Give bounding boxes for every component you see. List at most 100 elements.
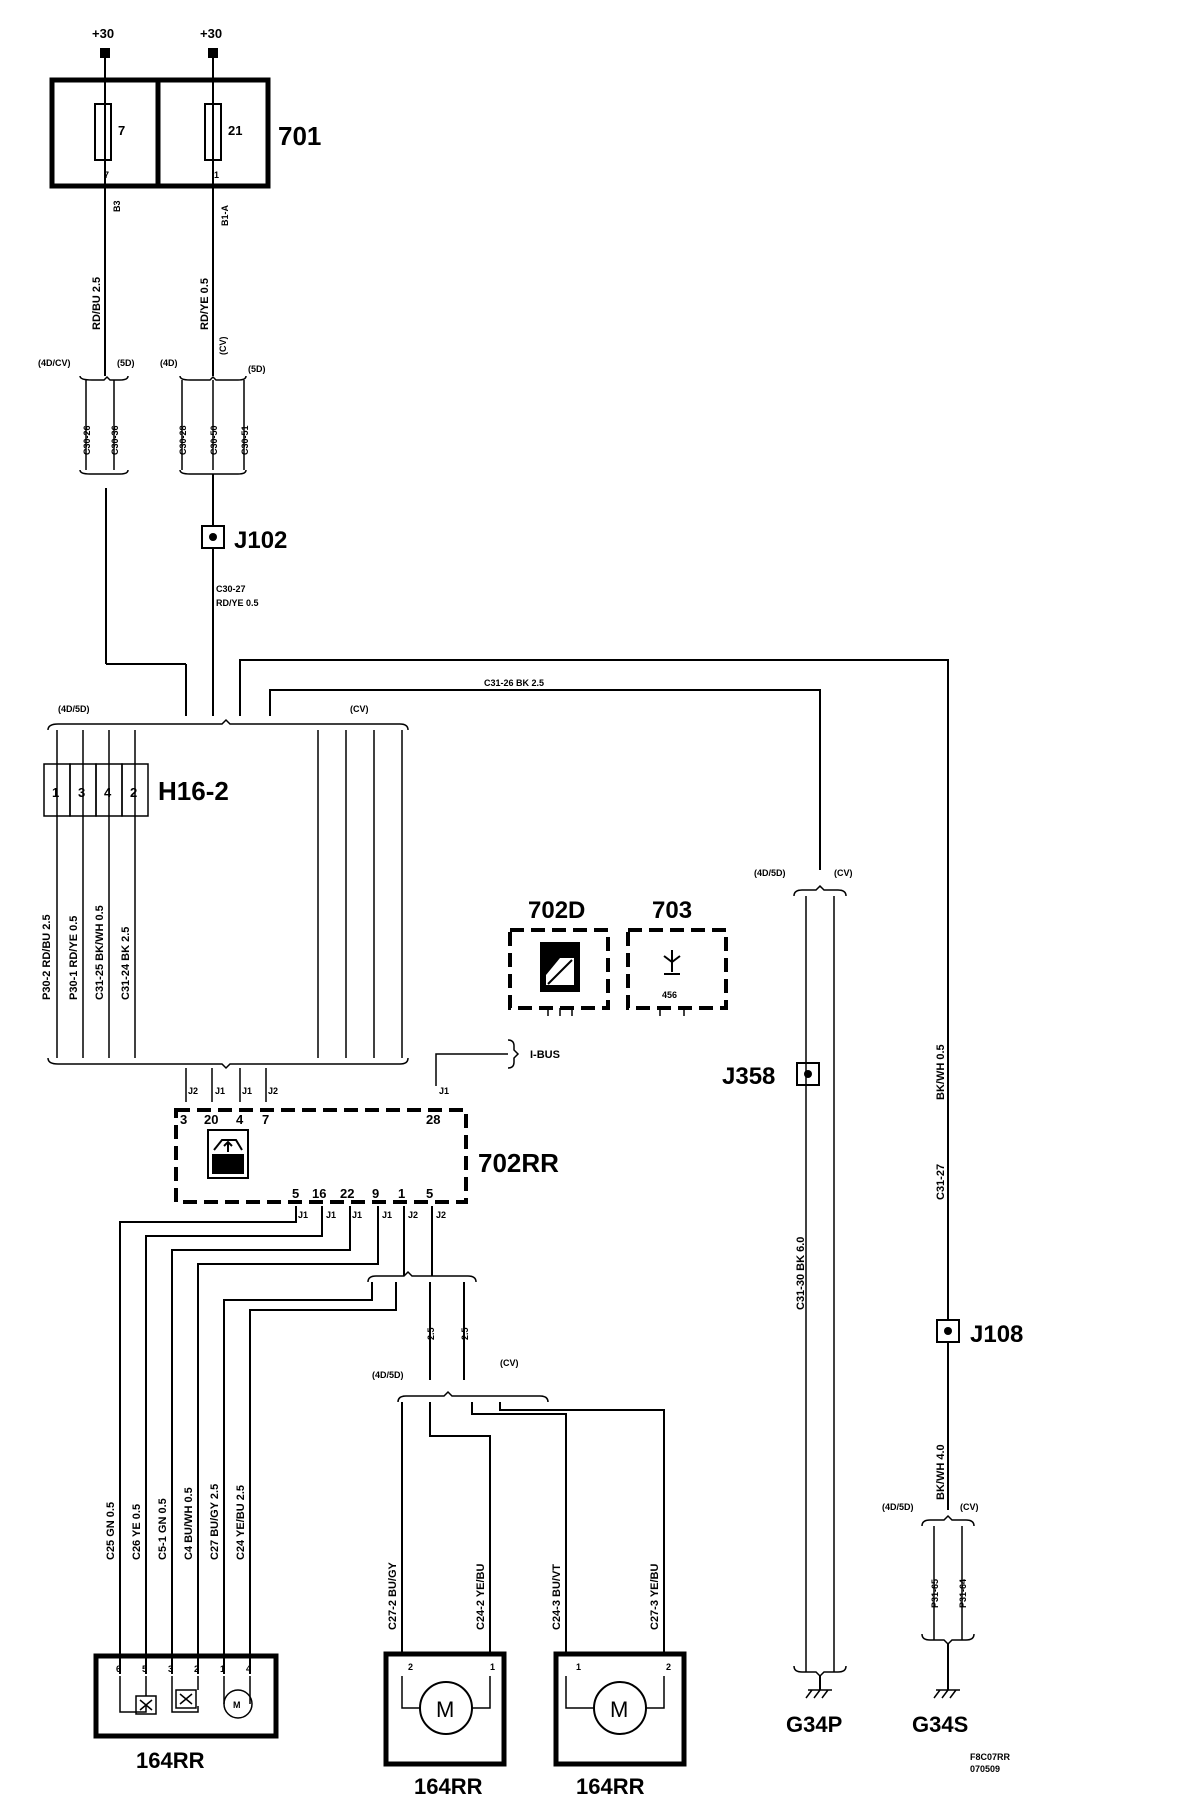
h16-wire-c31-25: C31-25 BK/WH 0.5 (94, 905, 106, 1000)
window-switch-icon (540, 942, 580, 992)
fuse-box-id: 701 (278, 121, 321, 151)
motor-2-icon (593, 1681, 647, 1735)
motor-1-icon (419, 1681, 473, 1735)
c164-1-pin-5: 5 (142, 1664, 147, 1674)
component-164rr-switch (93, 1653, 279, 1739)
variant-5d-a: (5D) (117, 358, 135, 368)
component-164rr-motor-2 (553, 1651, 687, 1767)
h16-wire-c31-24: C31-24 BK 2.5 (120, 927, 132, 1000)
module-702rr-id: 702RR (478, 1148, 559, 1178)
rr-top-conn-3: J2 (268, 1086, 278, 1096)
g34s-wire3: BK/WH 4.0 (935, 1444, 947, 1500)
h16-pin-2: 2 (130, 785, 137, 800)
wire-rdbu-label: RD/BU 2.5 (91, 277, 103, 330)
branch-size-2: 2.5 (460, 1327, 470, 1340)
component-164rr-label-2: 164RR (414, 1774, 483, 1799)
motor-wire-c24-3: C24-3 BU/VT (551, 1564, 563, 1630)
wire-c31-26: C31-26 BK 2.5 (484, 678, 544, 688)
j102-wire2: RD/YE 0.5 (216, 598, 259, 608)
h16-pin-3: 3 (78, 785, 85, 800)
conn-c30-28: C30-28 (178, 425, 188, 455)
rr-bot-pin-16: 16 (312, 1186, 326, 1201)
c164-1-pin-4: 4 (246, 1664, 251, 1674)
rr-bot-pin-22: 22 (340, 1186, 354, 1201)
module-703-label: 703 (652, 897, 692, 924)
rr-bot-pin-5a: 5 (292, 1186, 299, 1201)
c164-1-pin-3: 3 (168, 1664, 173, 1674)
rr-bot-conn-0: J1 (298, 1210, 308, 1220)
branch-size-1: 2.5 (426, 1327, 436, 1340)
c164-1-pin-1: 1 (220, 1664, 225, 1674)
ibus-label: I-BUS (530, 1049, 560, 1061)
module-702rr (174, 1108, 468, 1204)
fuse-7-label: 7 (118, 123, 125, 138)
h16-pin-4: 4 (104, 785, 112, 800)
lower-wire-c24: C24 YE/BU 2.5 (235, 1485, 247, 1560)
ground-g34s-icon (933, 1689, 960, 1699)
h16-variant-cv: (CV) (350, 704, 369, 714)
junction-j108-label: J108 (970, 1321, 1023, 1348)
conn-c30-36: C30-36 (110, 425, 120, 455)
g34s-conn-64: P31-64 (958, 1579, 968, 1608)
conn-c30-50: C30-50 (209, 425, 219, 455)
lower-wire-c5-1: C5-1 GN 0.5 (157, 1498, 169, 1560)
conn-c30-51: C30-51 (240, 425, 250, 455)
rr-bot-pin-5b: 5 (426, 1186, 433, 1201)
rr-top-conn-4: J1 (439, 1086, 449, 1096)
rr-top-conn-0: J2 (188, 1086, 198, 1096)
variant-4d: (4D) (160, 358, 178, 368)
rr-top-pin-28: 28 (426, 1112, 440, 1127)
g34p-wire: C31-30 BK 6.0 (795, 1237, 807, 1310)
rr-top-conn-1: J1 (215, 1086, 225, 1096)
window-lift-icon (207, 1129, 249, 1179)
motor-wire-c27-3: C27-3 YE/BU (649, 1564, 661, 1630)
rr-top-pin-4: 4 (236, 1112, 244, 1127)
module-703 (626, 928, 728, 1010)
component-164rr-label-1: 164RR (136, 1748, 205, 1773)
h16-variant-4d5d: (4D/5D) (58, 704, 90, 714)
ground-g34p-icon (805, 1689, 832, 1699)
fuse-21-pin: 1 (214, 170, 219, 180)
fuse-21-label: 21 (228, 123, 242, 138)
antenna-icon (663, 950, 681, 975)
h16-wire-p30-1: P30-1 RD/YE 0.5 (68, 916, 80, 1000)
component-164rr-motor-1 (383, 1651, 507, 1767)
lower-wire-c4: C4 BU/WH 0.5 (183, 1487, 195, 1560)
footer-code: F8C07RR (970, 1752, 1011, 1762)
junction-j358 (796, 1062, 820, 1086)
fuse-7-icon (94, 103, 112, 161)
rr-top-pin-7: 7 (262, 1112, 269, 1127)
c164-2-pin-2: 2 (408, 1662, 413, 1672)
c164-3-pin-1: 1 (576, 1662, 581, 1672)
motor-wire-c24-2: C24-2 YE/BU (475, 1564, 487, 1630)
rr-bot-conn-5: J2 (436, 1210, 446, 1220)
h16-pin-1: 1 (52, 785, 59, 800)
c164-1-pin-2: 2 (194, 1664, 199, 1674)
ground-g34p-label: G34P (786, 1712, 842, 1737)
c164-1-motor-letter: M (233, 1700, 241, 1710)
j102-wire1: C30-27 (216, 584, 246, 594)
supply-right-terminal (208, 48, 218, 58)
wire-b1a-label: B1-A (220, 204, 230, 226)
h16-wire-p30-2: P30-2 RD/BU 2.5 (41, 914, 53, 1000)
supply-left-label: +30 (92, 26, 114, 41)
lower-wire-c26: C26 YE 0.5 (131, 1504, 143, 1560)
g34s-conn-65: P31-65 (930, 1579, 940, 1608)
rr-bot-pin-1: 1 (398, 1186, 405, 1201)
g34s-wire1: BK/WH 0.5 (935, 1044, 947, 1100)
rr-bot-pin-9: 9 (372, 1186, 379, 1201)
rr-top-pin-3: 3 (180, 1112, 187, 1127)
conn-c30-26: C30-26 (82, 425, 92, 455)
footer-date: 070509 (970, 1764, 1000, 1774)
wire-b3-label: B3 (112, 200, 122, 212)
h16-id: H16-2 (158, 776, 229, 806)
c164-2-motor-letter: M (436, 1697, 454, 1722)
motor-variant-cv: (CV) (500, 1358, 519, 1368)
rr-bot-conn-4: J2 (408, 1210, 418, 1220)
g34p-variant-4d5d: (4D/5D) (754, 868, 786, 878)
rr-bot-conn-3: J1 (382, 1210, 392, 1220)
supply-right-label: +30 (200, 26, 222, 41)
rr-top-pin-20: 20 (204, 1112, 218, 1127)
c164-3-pin-2: 2 (666, 1662, 671, 1672)
g34s-variant-4d5d: (4D/5D) (882, 1502, 914, 1512)
